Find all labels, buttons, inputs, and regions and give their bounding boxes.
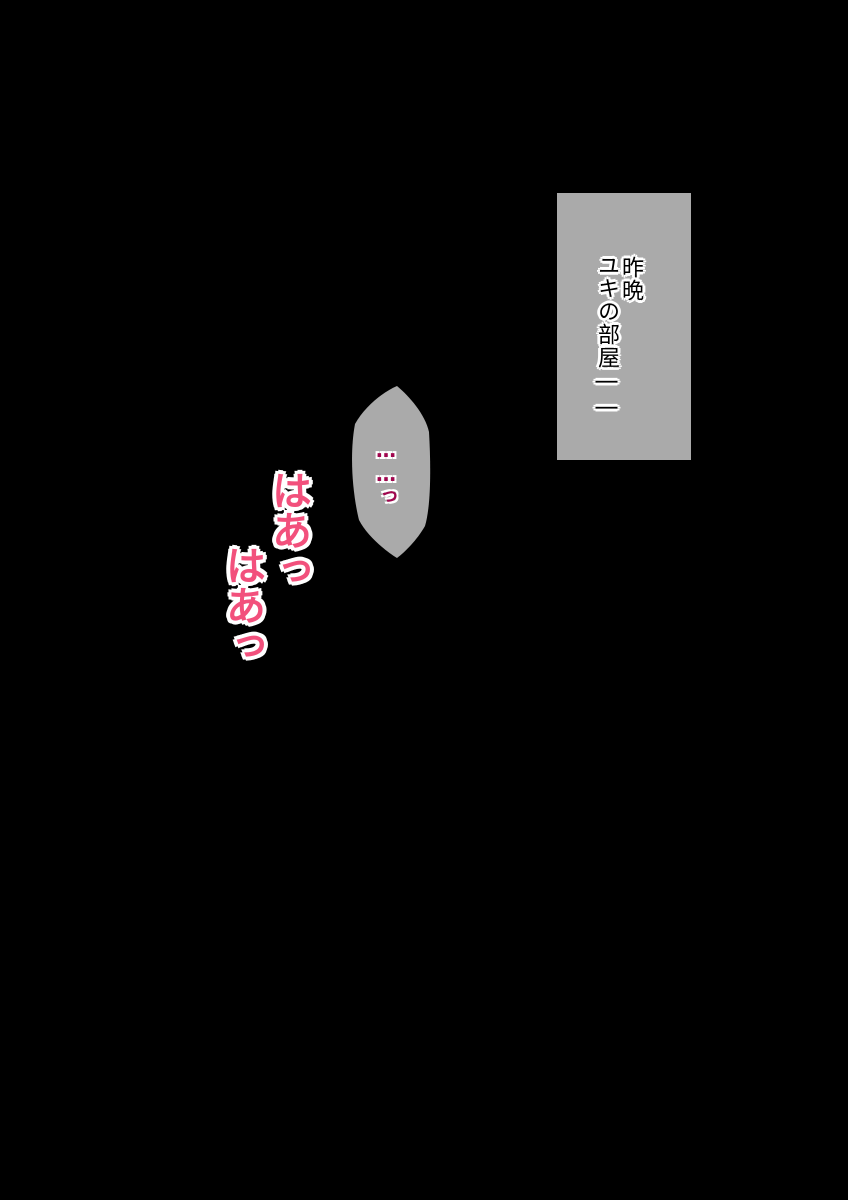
caption-box [557, 193, 691, 460]
caption-line-2: ユキの部屋―― [594, 254, 619, 421]
sfx-pant-2: はあっ [219, 545, 265, 665]
speech-bubble [352, 386, 431, 558]
sfx-pant-1: はあっ [265, 470, 311, 590]
caption-line-1: 昨晩 [618, 256, 643, 302]
bubble-text: ……っ [374, 438, 398, 506]
